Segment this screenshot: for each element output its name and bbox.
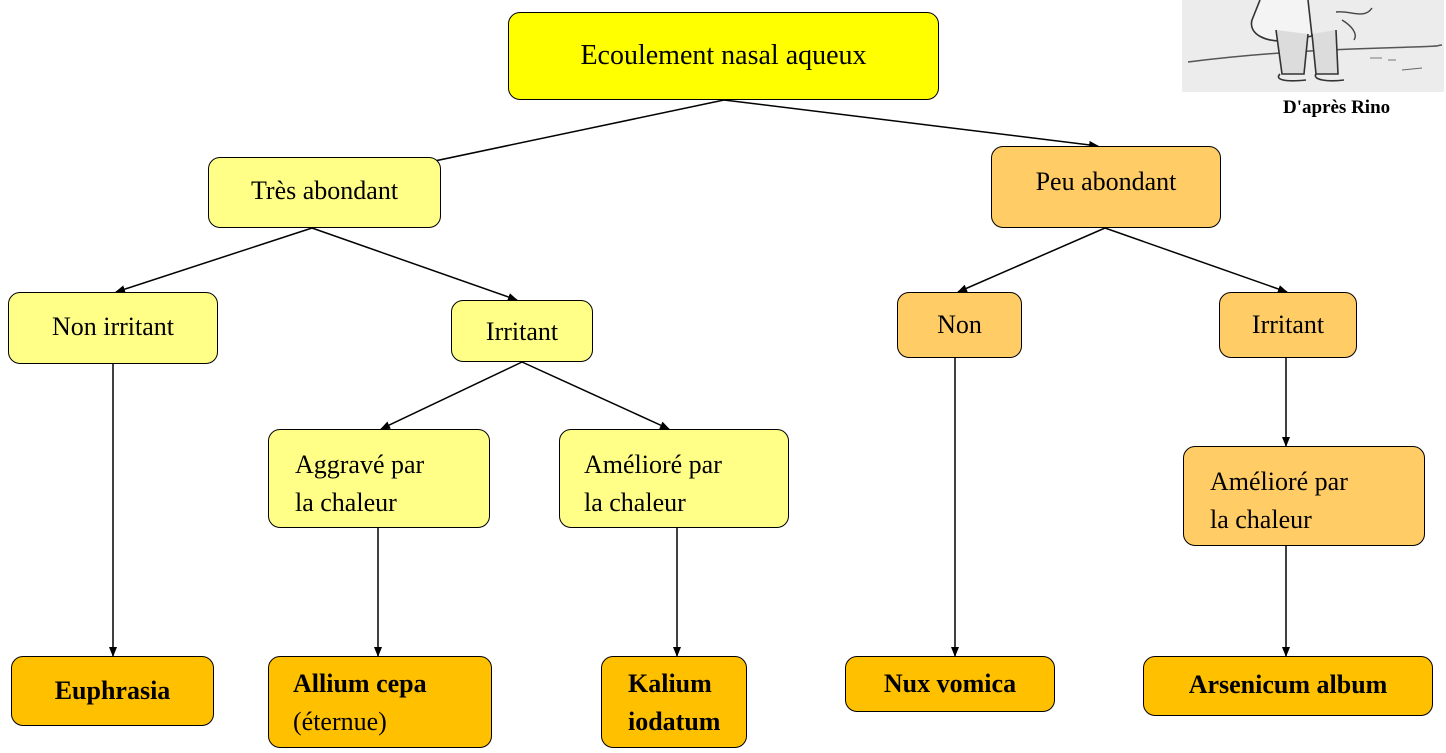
edge-peu-irritant [1104,227,1288,293]
edge-tres-irritant [311,227,518,301]
edge-irritant-aggrave [380,361,523,430]
ameliore-right-label-line1: Amélioré par [1210,467,1348,496]
allium-label: Allium cepa [293,669,427,698]
edge-tres-non-irritant [115,227,313,294]
nux-label: Nux vomica [883,669,1017,698]
ameliore-right-node: Amélioré par la chaleur [1183,446,1425,546]
arsenicum-label: Arsenicum album [1188,670,1388,699]
edge-root-peu-abondant [723,99,1099,149]
ameliore-left-label-line2: la chaleur [584,488,686,517]
root-node: Ecoulement nasal aqueux [508,12,939,100]
euphrasia-label: Euphrasia [54,676,171,705]
kalium-label-line1: Kalium [628,669,712,698]
peu-abondant-label: Peu abondant [1035,167,1177,196]
non-irritant-label: Non irritant [51,312,175,341]
irritant-right-label: Irritant [1251,310,1325,339]
euphrasia-node: Euphrasia [11,656,214,726]
ameliore-right-label-line2: la chaleur [1210,505,1312,534]
edge-peu-non [957,227,1106,293]
tres-abondant-node: Très abondant [208,157,441,228]
aggrave-node: Aggravé par la chaleur [268,429,490,528]
ameliore-left-label-line1: Amélioré par [584,450,722,479]
root-label: Ecoulement nasal aqueux [580,40,867,71]
non-label: Non [937,310,982,339]
peu-abondant-node: Peu abondant [991,146,1221,228]
allium-note: (éternue) [293,707,387,736]
nux-node: Nux vomica [845,656,1055,712]
arsenicum-node: Arsenicum album [1143,656,1433,716]
aggrave-label-line1: Aggravé par [295,450,425,479]
aggrave-label-line2: la chaleur [295,488,397,517]
irritant-left-label: Irritant [485,317,559,346]
non-irritant-node: Non irritant [8,292,218,364]
kalium-label-line2: iodatum [628,707,721,736]
kalium-node: Kalium iodatum [601,656,747,748]
edge-irritant-ameliore [521,361,670,430]
credit-caption: D'après Rino [1283,97,1391,118]
irritant-left-node: Irritant [451,300,593,362]
tres-abondant-label: Très abondant [250,176,399,205]
ameliore-left-node: Amélioré par la chaleur [559,429,789,528]
non-node: Non [897,292,1022,358]
cartoon-illustration [1182,0,1444,92]
irritant-right-node: Irritant [1219,292,1357,358]
allium-node: Allium cepa (éternue) [268,656,492,748]
